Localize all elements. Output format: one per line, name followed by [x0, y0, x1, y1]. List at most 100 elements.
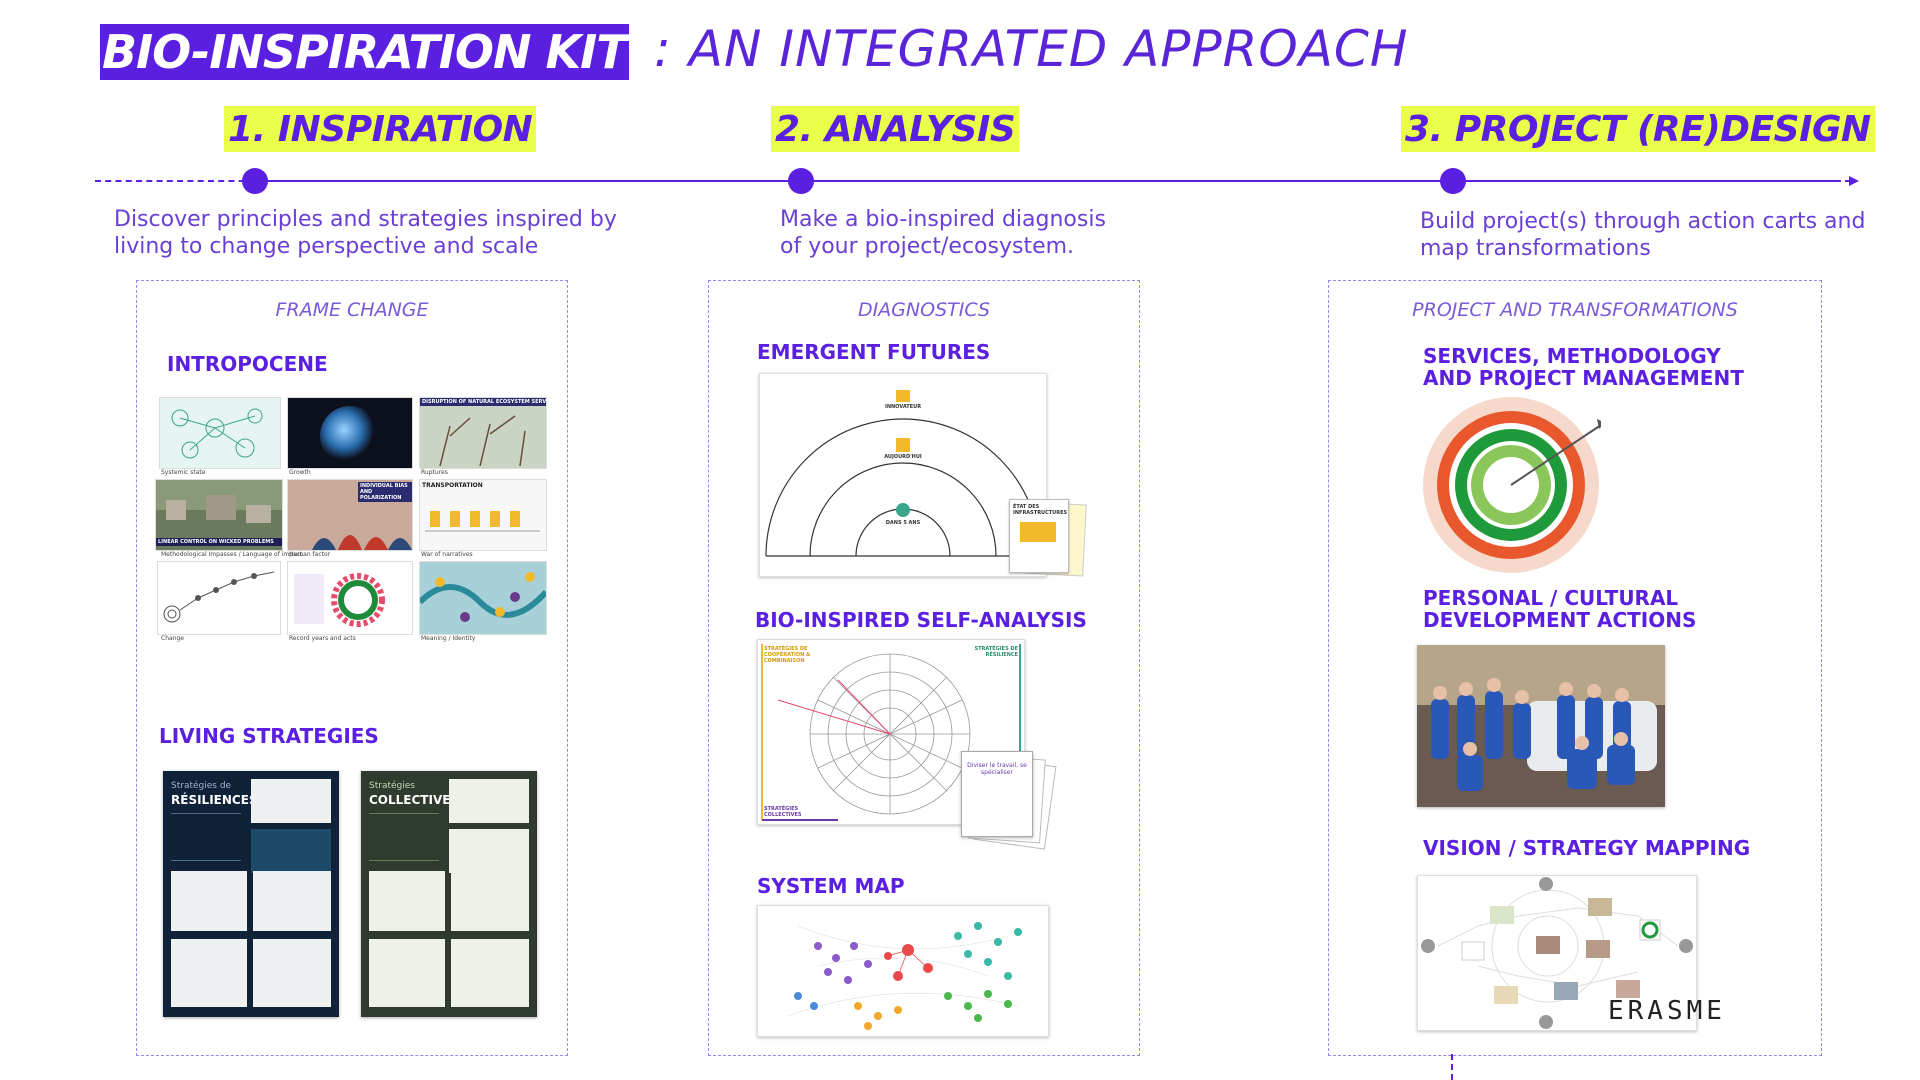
- services-circle-diagram: [1421, 395, 1605, 575]
- desc-line: Build project(s) through action carts an…: [1420, 209, 1866, 234]
- title-strong: BIO-INSPIRATION KIT: [102, 25, 628, 79]
- section-emergent-futures: EMERGENT FUTURES: [757, 340, 991, 364]
- section-personal-cultural: PERSONAL / CULTURAL DEVELOPMENT ACTIONS: [1423, 587, 1696, 631]
- thumbnail: INDIVIDUAL BIAS AND POLARIZATION: [287, 479, 413, 551]
- section-services: SERVICES, METHODOLOGY AND PROJECT MANAGE…: [1423, 345, 1744, 389]
- thumbnail-header: INDIVIDUAL BIAS AND POLARIZATION: [358, 482, 412, 502]
- wheel-label: STRATÉGIES COLLECTIVES: [764, 806, 802, 818]
- step-analysis-heading: 2. ANALYSIS: [771, 106, 1020, 152]
- thumbnail-header: TRANSPORTATION: [422, 482, 483, 489]
- thumbnail: DISRUPTION OF NATURAL ECOSYSTEM SERVICES: [419, 397, 547, 469]
- vision-mapping: ERASME: [1417, 875, 1722, 1031]
- desc-line: Discover principles and strategies inspi…: [114, 207, 617, 232]
- timeline-start-dashed: [95, 180, 255, 182]
- poster-card: [251, 829, 331, 873]
- poster-resiliences: Stratégies de RÉSILIENCES: [163, 771, 339, 1017]
- thumbnail: LINEAR CONTROL ON WICKED PROBLEMS: [155, 479, 283, 551]
- desc-line: Make a bio-inspired diagnosis: [780, 207, 1106, 232]
- section-line: PERSONAL / CULTURAL: [1423, 586, 1679, 610]
- poster-card: [253, 939, 331, 1007]
- section-intropocene: INTROPOCENE: [167, 352, 328, 376]
- step-analysis-desc: Make a bio-inspired diagnosis of your pr…: [780, 206, 1106, 260]
- thumbnail: [419, 561, 547, 635]
- panel-analysis: DIAGNOSTICS EMERGENT FUTURES INNOVATEUR …: [708, 280, 1140, 1056]
- timeline-end-dashed: [1835, 180, 1851, 182]
- poster-text-block: [171, 813, 241, 861]
- poster-card: [451, 939, 529, 1007]
- panel-design: PROJECT AND TRANSFORMATIONS SERVICES, ME…: [1328, 280, 1822, 1056]
- title-rest: : AN INTEGRATED APPROACH: [654, 20, 1409, 78]
- section-system-map: SYSTEM MAP: [757, 874, 905, 898]
- poster-card: [449, 779, 529, 823]
- wheel-label: STRATÉGIES DE COOPÉRATION & COMBINAISON: [764, 646, 811, 664]
- section-line: AND PROJECT MANAGEMENT: [1423, 366, 1744, 390]
- wheel-card: Diviser le travail, se spécialiser: [961, 751, 1033, 837]
- desc-line: of your project/ecosystem.: [780, 234, 1075, 259]
- poster-small-title: Stratégies: [369, 781, 415, 791]
- poster-card: [369, 871, 445, 931]
- thumbnail: [287, 561, 413, 635]
- panel-caption: PROJECT AND TRANSFORMATIONS: [1412, 299, 1738, 321]
- team-photo: [1417, 645, 1665, 807]
- panel-caption: DIAGNOSTICS: [857, 299, 991, 321]
- poster-small-title: Stratégies de: [171, 781, 232, 791]
- emergent-futures-diagram: INNOVATEUR AUJOURD'HUI DANS 5 ANS: [759, 373, 1047, 577]
- step-design-desc: Build project(s) through action carts an…: [1420, 208, 1865, 262]
- timeline-dot-design: [1440, 168, 1466, 194]
- poster-big-title: RÉSILIENCES: [171, 793, 258, 807]
- section-line: SERVICES, METHODOLOGY: [1423, 344, 1721, 368]
- thumbnail: TRANSPORTATION: [419, 479, 547, 551]
- poster-big-title: COLLECTIVES: [369, 793, 460, 807]
- futures-card: ÉTAT DES INFRASTRUCTURES: [1009, 499, 1069, 573]
- poster-card: [449, 829, 529, 873]
- thumbnail-caption: Methodological Impasses / Language of im…: [161, 551, 303, 558]
- thumbnail-header: LINEAR CONTROL ON WICKED PROBLEMS: [156, 538, 282, 546]
- panel-caption: FRAME CHANGE: [275, 299, 429, 321]
- thumbnail: [287, 397, 413, 469]
- thumbnail-caption: Change: [161, 635, 184, 642]
- futures-card-title: ÉTAT DES INFRASTRUCTURES: [1013, 504, 1068, 516]
- intropocene-grid: Systemic state Growth DISRUPTION OF NATU…: [155, 397, 549, 643]
- poster-card: [451, 871, 529, 931]
- section-line: DEVELOPMENT ACTIONS: [1423, 608, 1697, 632]
- thumbnail-caption: War of narratives: [421, 551, 473, 558]
- thumbnail-caption: Record years and acts: [289, 635, 356, 642]
- self-analysis-wheel: STRATÉGIES DE COOPÉRATION & COMBINAISON …: [757, 639, 1025, 825]
- thumbnail-caption: Meaning / Identity: [421, 635, 476, 642]
- wheel-label: STRATÉGIES DE RÉSILIENCE: [974, 646, 1018, 658]
- futures-label: DANS 5 ANS: [885, 520, 921, 526]
- timeline-arrow-icon: [1849, 176, 1859, 186]
- poster-card: [171, 871, 247, 931]
- thumbnail: [157, 561, 281, 635]
- section-vision-strategy: VISION / STRATEGY MAPPING: [1423, 836, 1751, 860]
- bottom-dashed-connector: [1451, 1054, 1453, 1080]
- futures-label: AUJOURD'HUI: [884, 454, 922, 460]
- timeline-dot-analysis: [788, 168, 814, 194]
- section-living-strategies: LIVING STRATEGIES: [159, 724, 379, 748]
- wheel-card-title: Diviser le travail, se spécialiser: [967, 762, 1027, 776]
- poster-card: [251, 779, 331, 823]
- poster-text-block: [369, 813, 439, 861]
- title-highlight: BIO-INSPIRATION KIT: [100, 24, 629, 80]
- poster-card: [171, 939, 247, 1007]
- section-self-analysis: BIO-INSPIRED SELF-ANALYSIS: [755, 608, 1087, 632]
- erasme-logo: ERASME: [1608, 996, 1726, 1026]
- poster-card: [253, 871, 331, 931]
- step-design-heading: 3. PROJECT (RE)DESIGN: [1401, 106, 1875, 152]
- futures-label: INNOVATEUR: [884, 404, 922, 410]
- thumbnail-caption: Systemic state: [161, 469, 206, 476]
- timeline-line: [255, 180, 1835, 182]
- thumbnail-caption: Growth: [289, 469, 311, 476]
- thumbnail: [159, 397, 281, 469]
- futures-card-image: [1020, 522, 1056, 542]
- step-inspiration-heading: 1. INSPIRATION: [224, 106, 537, 152]
- poster-card: [369, 939, 445, 1007]
- thumbnail-caption: Ruptures: [421, 469, 448, 476]
- thumbnail-caption: Human factor: [289, 551, 331, 558]
- poster-collectives: Stratégies COLLECTIVES: [361, 771, 537, 1017]
- desc-line: map transformations: [1420, 236, 1651, 261]
- thumbnail-header: DISRUPTION OF NATURAL ECOSYSTEM SERVICES: [420, 398, 547, 406]
- panel-inspiration: FRAME CHANGE INTROPOCENE Systemic state …: [136, 280, 568, 1056]
- system-map: [757, 905, 1049, 1037]
- timeline-dot-inspiration: [242, 168, 268, 194]
